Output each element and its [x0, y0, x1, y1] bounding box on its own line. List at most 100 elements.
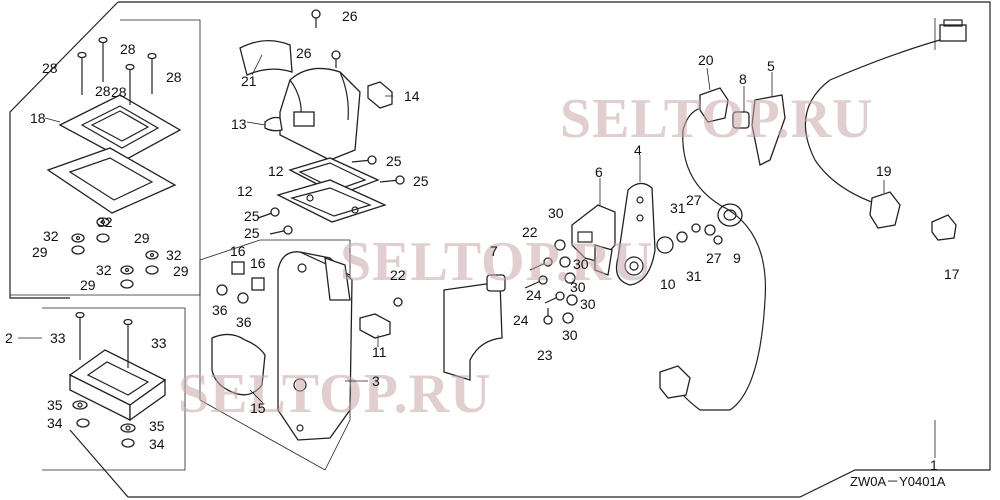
part-labels: 1 2 3 4 5 6 7 8 9 10 11 12 12 13 14 15 1…: [5, 8, 960, 473]
watermark: SELTOP.RU: [340, 231, 654, 293]
part-label: 6: [595, 164, 603, 180]
part-label: 32: [97, 214, 113, 230]
part-label: 2: [5, 330, 13, 346]
part-label: 14: [404, 88, 420, 104]
connector-19: [869, 191, 901, 229]
part-label: 26: [342, 8, 358, 24]
control-housing: [264, 67, 361, 161]
part-label: 17: [944, 266, 960, 282]
part-label: 29: [134, 230, 150, 246]
part-label: 28: [111, 84, 127, 100]
part-label: 28: [42, 60, 58, 76]
part-label: 13: [231, 116, 247, 132]
part-label: 34: [47, 415, 63, 431]
part-label: 32: [96, 262, 112, 278]
clip-16-group: [216, 261, 265, 304]
part-label: 16: [250, 255, 266, 271]
part-label: 8: [739, 71, 747, 87]
part-label: 29: [173, 263, 189, 279]
part-label: 28: [120, 41, 136, 57]
part-label: 30: [548, 205, 564, 221]
part-label: 25: [386, 153, 402, 169]
part-label: 18: [30, 110, 46, 126]
bolt-28-group: [77, 36, 157, 105]
part-label: 15: [250, 400, 266, 416]
bushing-9: [717, 203, 743, 227]
gasket-15: [211, 333, 266, 396]
part-label: 10: [660, 276, 676, 292]
bracket-5: [751, 94, 786, 166]
part-label: 16: [230, 243, 246, 259]
part-label: 4: [634, 142, 642, 158]
part-label: 30: [580, 296, 596, 312]
part-label: 35: [47, 397, 63, 413]
control-cable-right: [804, 34, 959, 206]
part-label: 3: [372, 373, 380, 389]
part-label: 32: [166, 247, 182, 263]
part-label: 30: [570, 279, 586, 295]
part-label: 29: [32, 244, 48, 260]
control-cable-loop: [671, 107, 767, 411]
washer-27-31-group: [676, 223, 723, 245]
spacer-block: [68, 349, 167, 422]
part-label: 32: [43, 228, 59, 244]
part-label: 31: [686, 268, 702, 284]
part-label: 27: [706, 250, 722, 266]
part-label: 30: [573, 256, 589, 272]
group-frame-3: [199, 239, 351, 471]
watermark: SELTOP.RU: [178, 363, 492, 425]
cap-7: [486, 274, 506, 292]
part-label: 5: [767, 58, 775, 74]
part-label: 11: [372, 344, 387, 360]
part-label: 20: [698, 52, 714, 68]
cable-grommet-8: [732, 111, 750, 129]
part-label: 7: [490, 243, 498, 259]
part-label: 34: [149, 436, 165, 452]
clip-17: [931, 214, 957, 241]
screw-26-group: [311, 9, 341, 68]
group-frame-2-box: [42, 307, 186, 471]
clip-11: [359, 313, 391, 339]
washer-nut-group: [71, 217, 159, 289]
part-label: 28: [166, 69, 182, 85]
part-label: 19: [876, 163, 892, 179]
connector-20: [699, 87, 729, 123]
connector-top-right: [939, 19, 967, 42]
part-label: 35: [149, 418, 165, 434]
diagram-code: ZW0A－Y0401A: [850, 474, 946, 489]
base-plate: [277, 251, 353, 441]
connector-bottom: [659, 365, 691, 399]
washer-10: [656, 236, 674, 254]
part-label: 29: [80, 277, 96, 293]
lever-arm: [615, 182, 656, 286]
part-label: 24: [513, 312, 529, 328]
part-label: 12: [237, 183, 253, 199]
part-label: 23: [537, 347, 553, 363]
part-label: 22: [390, 267, 406, 283]
part-label: 33: [151, 335, 167, 351]
bracket-plate-lower: [276, 179, 387, 223]
seal-plate: [443, 281, 503, 381]
part-label: 31: [670, 200, 686, 216]
part-label: 12: [268, 163, 284, 179]
washer-nut-34-35: [72, 400, 136, 448]
watermark: SELTOP.RU: [560, 88, 874, 150]
screw-22-24-group: [524, 257, 565, 325]
part-label: 21: [241, 73, 257, 89]
washer-30-group: [554, 239, 578, 324]
gasket-plate-top: [58, 94, 182, 161]
bolt-33-group: [75, 311, 133, 368]
frame-left-bracket: [9, 1, 119, 299]
gasket-plate-bottom: [46, 147, 177, 214]
part-label: 1: [930, 457, 938, 473]
part-label: 36: [236, 314, 252, 330]
part-label: 26: [296, 45, 312, 61]
screw-25-group: [257, 155, 405, 235]
part-label: 30: [562, 327, 578, 343]
part-label: 25: [413, 173, 429, 189]
part-label: 25: [244, 225, 260, 241]
cover-cap: [239, 40, 293, 76]
clip-14: [367, 81, 393, 109]
